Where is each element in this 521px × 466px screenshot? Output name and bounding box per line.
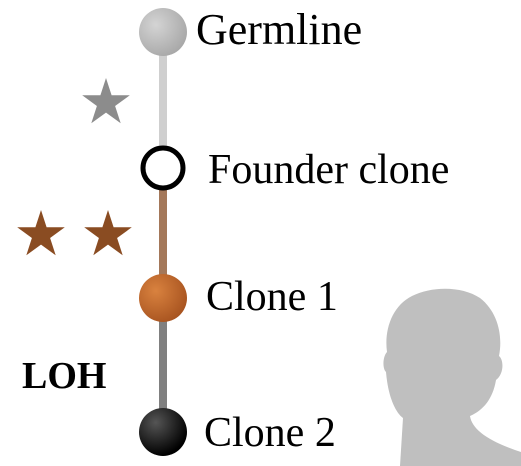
star-icon [82,78,130,124]
node-clone-1 [139,274,187,322]
loh-label: LOH [22,355,106,397]
star-icon [17,210,65,256]
star-icon [84,210,132,256]
node-germline [139,8,187,56]
label-clone-1: Clone 1 [206,274,338,320]
node-founder-clone [140,145,186,191]
label-clone-2: Clone 2 [204,410,336,456]
label-founder-clone: Founder clone [208,147,449,193]
label-germline: Germline [196,5,362,54]
head-silhouette-icon [383,288,521,466]
node-clone-2 [139,408,187,456]
